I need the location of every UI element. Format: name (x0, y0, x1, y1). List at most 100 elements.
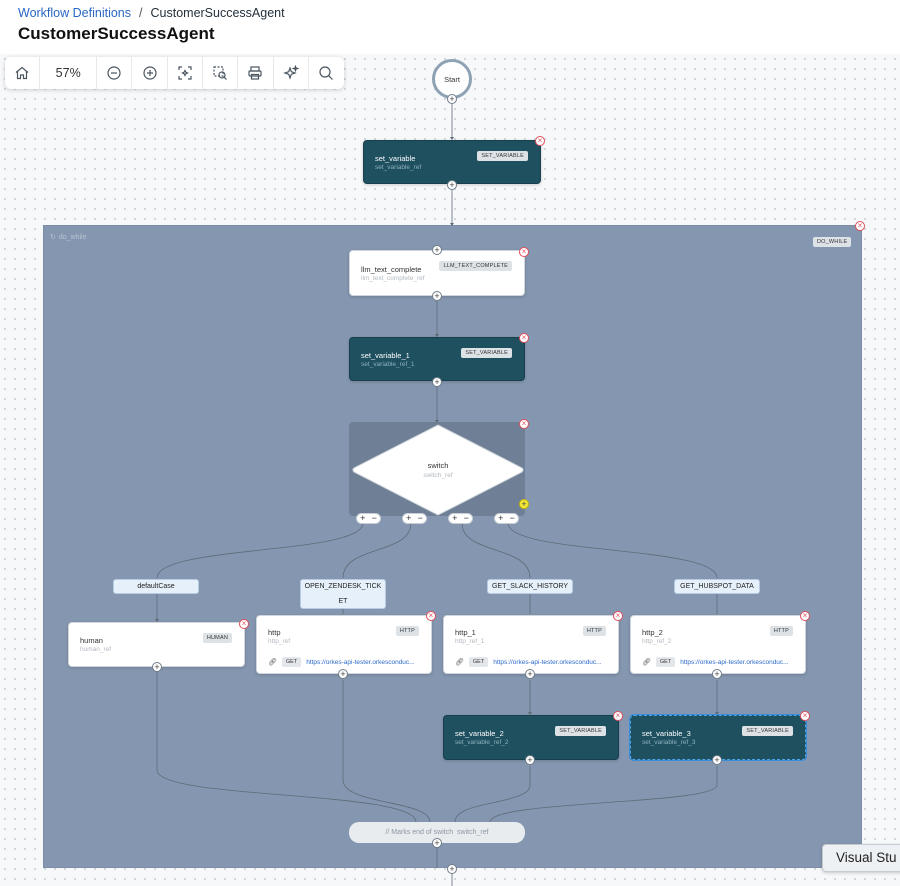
task-name: llm_text_complete (361, 265, 422, 274)
remove-icon[interactable]: − (417, 513, 423, 523)
add-task-button[interactable]: + (525, 669, 535, 679)
task-human[interactable]: human human_ref HUMAN (68, 622, 245, 667)
task-name: http_1 (455, 628, 476, 637)
remove-task-button[interactable]: × (519, 333, 529, 343)
remove-task-button[interactable]: × (800, 611, 810, 621)
http-method-badge: GET (468, 657, 489, 667)
visual-studio-button[interactable]: Visual Stu (822, 844, 900, 872)
end-switch-marker: // Marks end of switch switch_ref (349, 822, 525, 843)
breadcrumb-workflow-definitions[interactable]: Workflow Definitions (18, 6, 132, 20)
http-url[interactable]: https://orkes-api-tester.orkesconduc... (493, 658, 602, 666)
add-task-button[interactable]: + (447, 94, 457, 104)
http-url[interactable]: https://orkes-api-tester.orkesconduc... (680, 658, 789, 666)
task-type-badge: SET_VARIABLE (461, 348, 512, 358)
task-set-variable-2[interactable]: set_variable_2 set_variable_ref_2 SET_VA… (443, 715, 619, 760)
start-node[interactable]: Start (432, 59, 472, 99)
remove-task-button[interactable]: × (613, 711, 623, 721)
http-request-row: 🔗︎ GET https://orkes-api-tester.orkescon… (268, 657, 415, 667)
task-ref: http_ref_2 (642, 638, 672, 645)
task-type-badge: SET_VARIABLE (477, 151, 528, 161)
http-request-row: 🔗︎ GET https://orkes-api-tester.orkescon… (642, 657, 789, 667)
task-type-badge: HUMAN (202, 633, 232, 643)
add-task-button[interactable]: + (447, 864, 457, 874)
add-task-button[interactable]: + (712, 755, 722, 765)
task-type-badge: SET_VARIABLE (555, 726, 606, 736)
task-ref: set_variable_ref_1 (361, 361, 415, 368)
task-ref: http_ref_1 (455, 638, 485, 645)
do-while-label: ↻do_while (50, 233, 87, 242)
fit-view-button[interactable] (168, 57, 203, 89)
task-llm-text-complete[interactable]: llm_text_complete llm_text_complete_ref … (349, 250, 525, 296)
add-task-button[interactable]: + (152, 662, 162, 672)
case-label-open-zendesk-ticket[interactable]: OPEN_ZENDESK_TICK ET (300, 579, 386, 609)
fit-selection-button[interactable] (203, 57, 239, 89)
print-button[interactable] (238, 57, 274, 89)
task-set-variable-1[interactable]: set_variable_1 set_variable_ref_1 SET_VA… (349, 337, 525, 381)
remove-task-button[interactable]: × (426, 611, 436, 621)
task-name: http (268, 628, 281, 637)
do-while-remove-button[interactable]: × (855, 221, 865, 231)
task-ref: set_variable_ref_3 (642, 739, 696, 746)
task-http[interactable]: http http_ref HTTP 🔗︎ GET https://orkes-… (256, 615, 432, 674)
breadcrumb-current: CustomerSuccessAgent (150, 6, 285, 20)
zoom-out-button[interactable] (97, 57, 133, 89)
task-set-variable-3[interactable]: set_variable_3 set_variable_ref_3 SET_VA… (630, 715, 806, 760)
remove-icon[interactable]: − (371, 513, 377, 523)
task-type-badge: HTTP (582, 626, 606, 636)
add-task-button[interactable]: + (432, 838, 442, 848)
case-label-line: OPEN_ZENDESK_TICK (304, 582, 382, 590)
task-name: set_variable_2 (455, 729, 504, 738)
add-task-button[interactable]: + (447, 180, 457, 190)
http-url[interactable]: https://orkes-api-tester.orkesconduc... (306, 658, 415, 666)
search-button[interactable] (309, 57, 344, 89)
case-label-get-slack-history[interactable]: GET_SLACK_HISTORY (487, 579, 573, 594)
remove-task-button[interactable]: × (239, 619, 249, 629)
case-label-get-hubspot-data[interactable]: GET_HUBSPOT_DATA (674, 579, 760, 594)
add-icon[interactable]: + (452, 513, 458, 523)
add-icon[interactable]: + (498, 513, 504, 523)
remove-switch-button[interactable]: × (519, 419, 529, 429)
case-label-default[interactable]: defaultCase (113, 579, 199, 594)
remove-icon[interactable]: − (463, 513, 469, 523)
zoom-in-button[interactable] (132, 57, 168, 89)
task-http-1[interactable]: http_1 http_ref_1 HTTP 🔗︎ GET https://or… (443, 615, 619, 674)
remove-icon[interactable]: − (509, 513, 515, 523)
canvas-toolbar: 57% (5, 57, 344, 89)
add-task-button[interactable]: + (432, 291, 442, 301)
page-header: Workflow Definitions/CustomerSuccessAgen… (0, 0, 900, 54)
breadcrumb: Workflow Definitions/CustomerSuccessAgen… (18, 6, 285, 20)
add-task-button[interactable]: + (525, 755, 535, 765)
task-name: http_2 (642, 628, 663, 637)
task-set-variable[interactable]: set_variable set_variable_ref SET_VARIAB… (363, 140, 541, 184)
task-http-2[interactable]: http_2 http_ref_2 HTTP 🔗︎ GET https://or… (630, 615, 806, 674)
add-icon[interactable]: + (406, 513, 412, 523)
link-icon: 🔗︎ (455, 659, 464, 666)
do-while-container[interactable] (43, 225, 862, 868)
task-type-badge: HTTP (395, 626, 419, 636)
home-button[interactable] (5, 57, 41, 89)
add-task-button[interactable]: + (432, 245, 442, 255)
case-add-remove-control: +− (494, 513, 519, 524)
sparkle-icon (282, 65, 299, 80)
task-name: set_variable_1 (361, 351, 410, 360)
remove-task-button[interactable]: × (613, 611, 623, 621)
add-icon[interactable]: + (360, 513, 366, 523)
remove-task-button[interactable]: × (519, 247, 529, 257)
ai-assist-button[interactable] (274, 57, 309, 89)
http-method-badge: GET (281, 657, 302, 667)
add-task-button[interactable]: + (432, 377, 442, 387)
add-task-button[interactable]: + (338, 669, 348, 679)
task-type-badge: HTTP (769, 626, 793, 636)
task-ref: set_variable_ref (375, 164, 422, 171)
remove-task-button[interactable]: × (800, 711, 810, 721)
add-switch-case-button[interactable]: + (519, 499, 529, 509)
task-ref: set_variable_ref_2 (455, 739, 509, 746)
switch-diamond[interactable] (352, 424, 524, 516)
task-name: human (80, 636, 103, 645)
switch-name: switch (427, 461, 449, 470)
case-add-remove-control: +− (356, 513, 381, 524)
loop-icon: ↻ (50, 234, 56, 241)
page-title: CustomerSuccessAgent (18, 24, 215, 43)
add-task-button[interactable]: + (712, 669, 722, 679)
remove-task-button[interactable]: × (535, 136, 545, 146)
